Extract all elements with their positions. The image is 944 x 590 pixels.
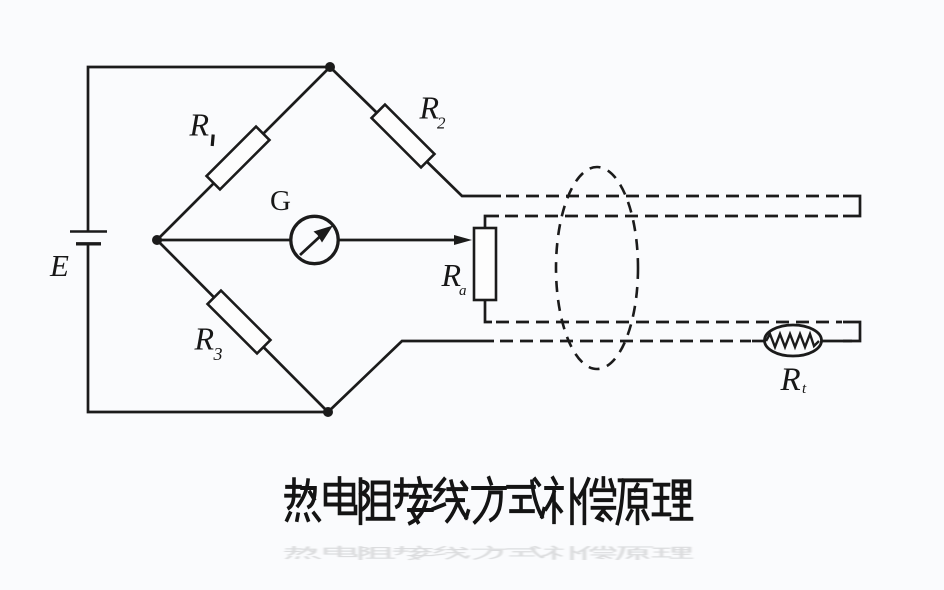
svg-text:R: R (780, 362, 801, 398)
svg-text:a: a (459, 283, 467, 299)
svg-text:R: R (189, 107, 210, 143)
svg-text:E: E (49, 248, 69, 283)
svg-text:2: 2 (437, 114, 446, 133)
svg-text:R: R (419, 90, 440, 126)
svg-text:3: 3 (213, 344, 223, 364)
svg-text:G: G (270, 185, 291, 217)
svg-text:R: R (441, 257, 462, 293)
svg-text:t: t (802, 381, 807, 397)
svg-text:R: R (194, 321, 215, 357)
